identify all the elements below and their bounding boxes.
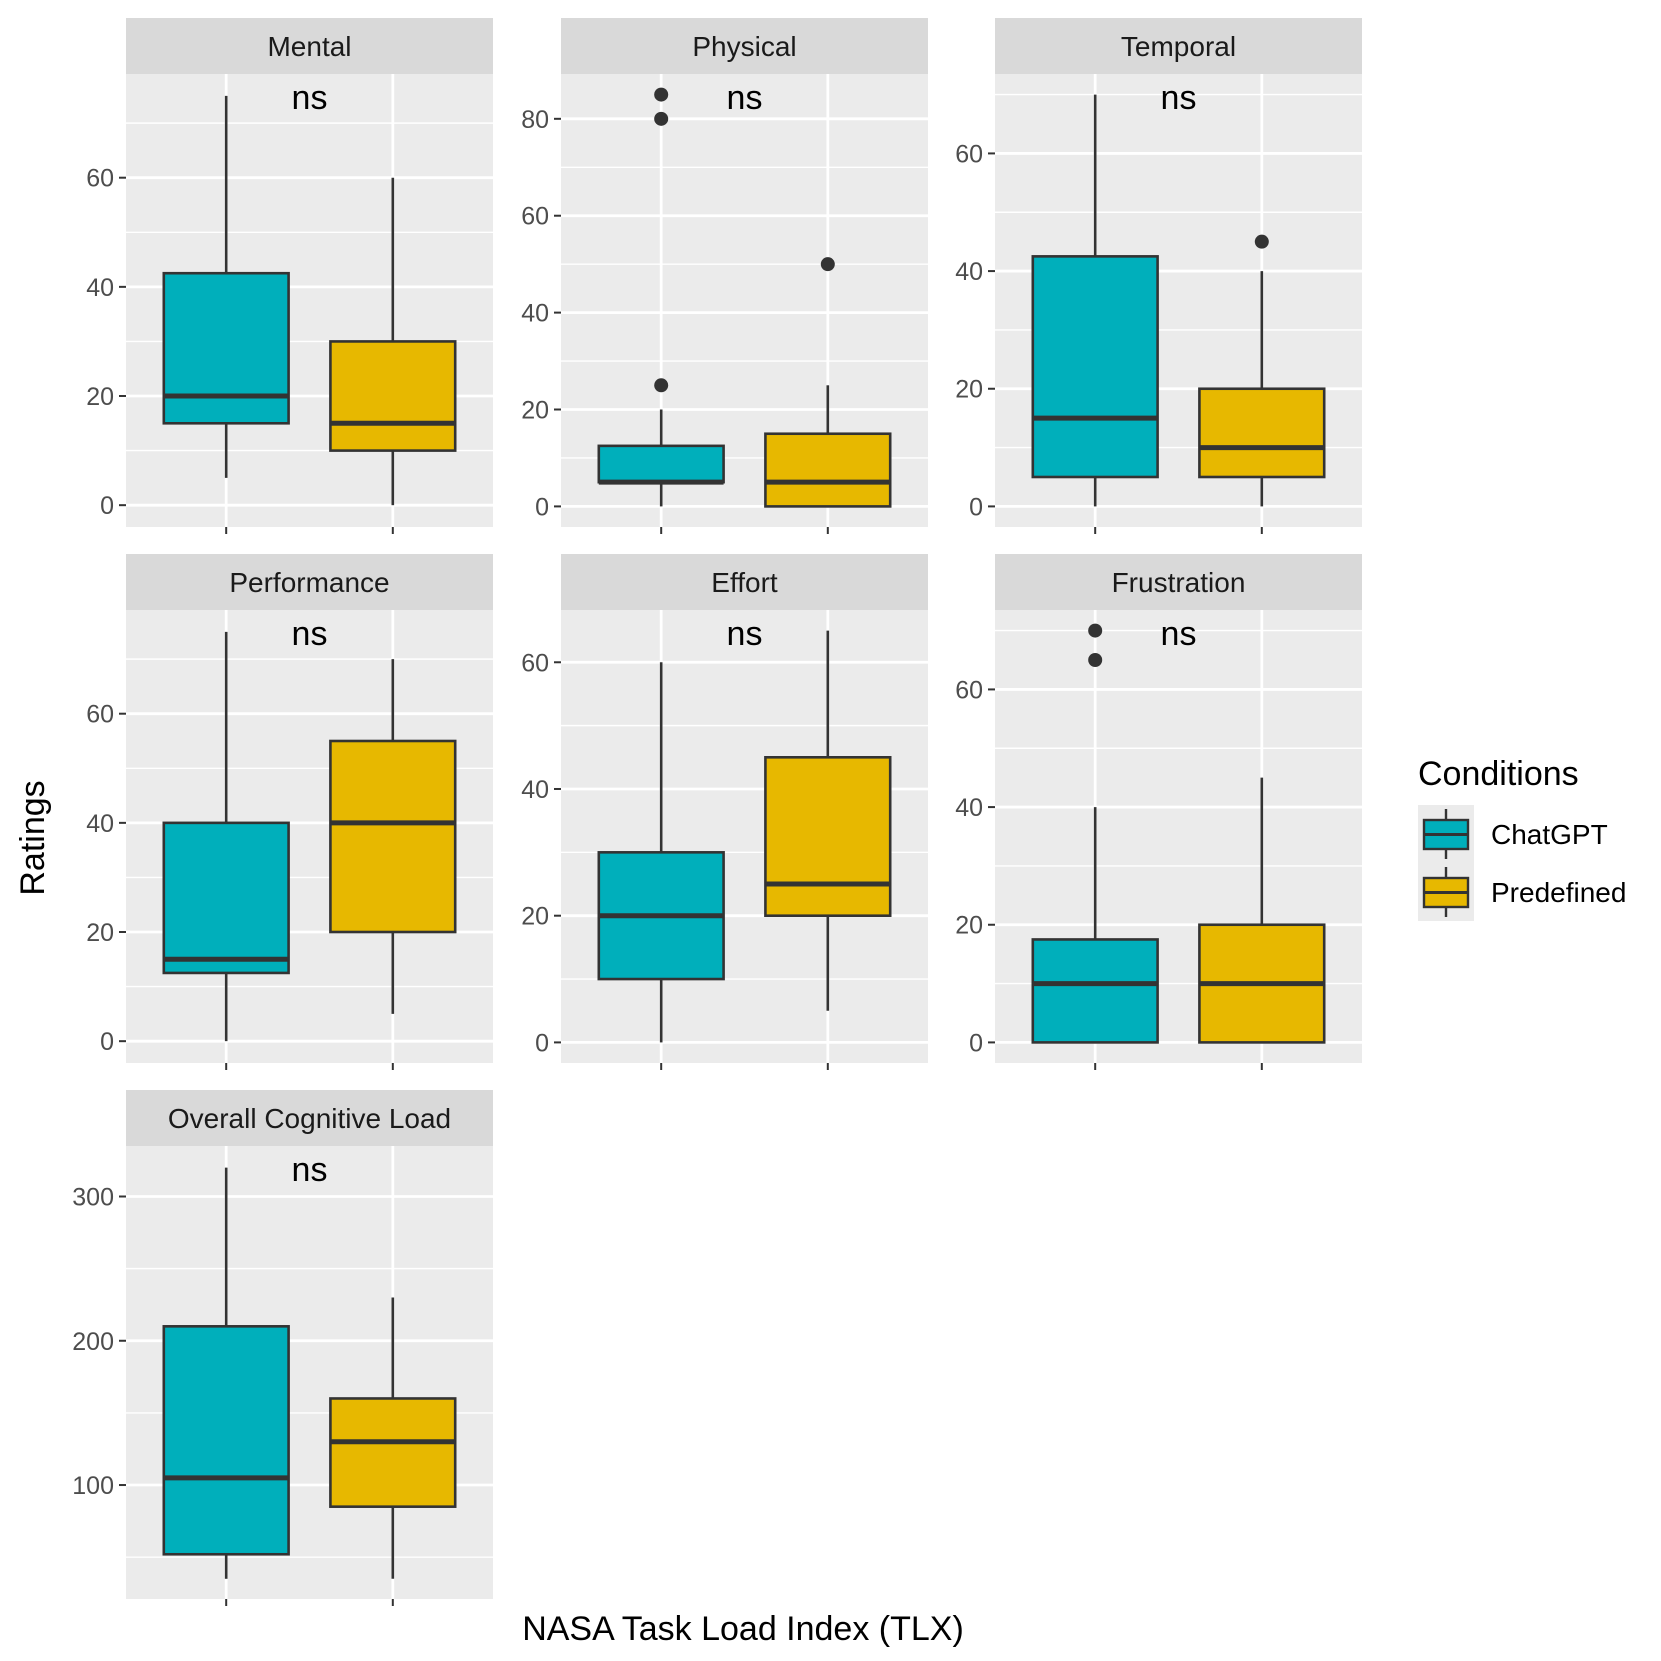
box-body xyxy=(1031,255,1159,479)
facet-strip xyxy=(995,554,1362,610)
box-chatgpt xyxy=(597,87,725,507)
significance-label: ns xyxy=(1161,615,1197,653)
x-axis-title: NASA Task Load Index (TLX) xyxy=(522,1610,964,1648)
y-tick-label: 20 xyxy=(955,912,983,940)
y-tick-label: 0 xyxy=(969,1029,983,1057)
y-tick-label: 20 xyxy=(955,376,983,404)
facet-panel: Overall Cognitive Load 100 200 300 ns xyxy=(72,1090,493,1606)
box-body xyxy=(162,1325,290,1556)
significance-label: ns xyxy=(727,615,763,653)
outlier-point xyxy=(1088,623,1103,638)
legend-label-chatgpt: ChatGPT xyxy=(1491,819,1608,850)
box-body xyxy=(329,739,457,934)
facet-strip xyxy=(561,18,928,74)
box-chatgpt xyxy=(162,631,290,1042)
y-tick-label: 40 xyxy=(955,794,983,822)
box-body xyxy=(764,432,892,508)
facet-strip xyxy=(126,1090,493,1146)
facet-strip xyxy=(126,554,493,610)
outlier-point xyxy=(1088,653,1103,668)
box-predefined xyxy=(329,177,457,506)
significance-label: ns xyxy=(292,79,328,117)
significance-label: ns xyxy=(292,1151,328,1189)
facet-title: Overall Cognitive Load xyxy=(168,1103,451,1134)
facet-title: Temporal xyxy=(1121,31,1236,62)
significance-label: ns xyxy=(1161,79,1197,117)
box-chatgpt xyxy=(597,662,725,1043)
outlier-point xyxy=(654,378,669,393)
facet-panel: Frustration 0 20 40 60 ns xyxy=(955,554,1362,1070)
y-tick-label: 40 xyxy=(86,810,114,838)
legend-label-predefined: Predefined xyxy=(1491,877,1626,908)
box-body xyxy=(1031,938,1159,1044)
facet-title: Physical xyxy=(692,31,796,62)
y-tick-label: 0 xyxy=(969,493,983,521)
facet-title: Frustration xyxy=(1112,567,1246,598)
y-tick-label: 20 xyxy=(86,919,114,947)
box-predefined xyxy=(329,659,457,1014)
facet-strip xyxy=(561,554,928,610)
facet-title: Performance xyxy=(229,567,389,598)
y-tick-label: 200 xyxy=(72,1328,114,1356)
y-tick-label: 60 xyxy=(955,676,983,704)
facet-panel: Mental 0 20 40 60 ns xyxy=(86,18,493,534)
significance-label: ns xyxy=(727,79,763,117)
box-body xyxy=(329,340,457,452)
facet-strip xyxy=(126,18,493,74)
facet-panel: Physical 0 20 40 60 80 ns xyxy=(521,18,928,534)
y-tick-label: 60 xyxy=(86,165,114,193)
y-tick-label: 0 xyxy=(535,493,549,521)
y-tick-label: 20 xyxy=(86,383,114,411)
y-tick-label: 80 xyxy=(521,106,549,134)
y-tick-label: 0 xyxy=(535,1029,549,1057)
facet-panel: Effort 0 20 40 60 ns xyxy=(521,554,928,1070)
box-predefined xyxy=(764,257,892,508)
box-body xyxy=(764,756,892,917)
facet-title: Effort xyxy=(711,567,778,598)
y-tick-label: 40 xyxy=(86,274,114,302)
box-body xyxy=(329,1397,457,1508)
facet-panel: Performance 0 20 40 60 ns xyxy=(86,554,493,1070)
y-tick-label: 20 xyxy=(521,397,549,425)
significance-label: ns xyxy=(292,615,328,653)
box-predefined xyxy=(1198,234,1326,507)
box-body xyxy=(162,821,290,975)
facet-panel: Temporal 0 20 40 60 ns xyxy=(955,18,1362,534)
box-predefined xyxy=(764,630,892,1011)
outlier-point xyxy=(654,111,669,126)
y-tick-label: 40 xyxy=(955,258,983,286)
box-predefined xyxy=(1198,777,1326,1044)
box-chatgpt xyxy=(1031,623,1159,1044)
box-predefined xyxy=(329,1297,457,1579)
outlier-point xyxy=(1254,234,1269,249)
y-tick-label: 0 xyxy=(100,492,114,520)
outlier-point xyxy=(820,257,835,272)
box-body xyxy=(162,271,290,425)
box-chatgpt xyxy=(162,95,290,478)
y-tick-label: 40 xyxy=(521,776,549,804)
box-chatgpt xyxy=(1031,94,1159,507)
y-tick-label: 20 xyxy=(521,903,549,931)
y-tick-label: 60 xyxy=(521,649,549,677)
y-tick-label: 60 xyxy=(955,140,983,168)
legend-title: Conditions xyxy=(1418,755,1579,793)
outlier-point xyxy=(654,87,669,102)
y-tick-label: 60 xyxy=(521,203,549,231)
box-chatgpt xyxy=(162,1167,290,1579)
y-tick-label: 300 xyxy=(72,1183,114,1211)
y-tick-label: 60 xyxy=(86,701,114,729)
facet-title: Mental xyxy=(267,31,351,62)
y-tick-label: 0 xyxy=(100,1028,114,1056)
box-body xyxy=(1198,387,1326,479)
y-axis-title: Ratings xyxy=(14,780,52,895)
box-body xyxy=(597,444,725,484)
y-tick-label: 40 xyxy=(521,300,549,328)
facet-strip xyxy=(995,18,1362,74)
y-tick-label: 100 xyxy=(72,1472,114,1500)
